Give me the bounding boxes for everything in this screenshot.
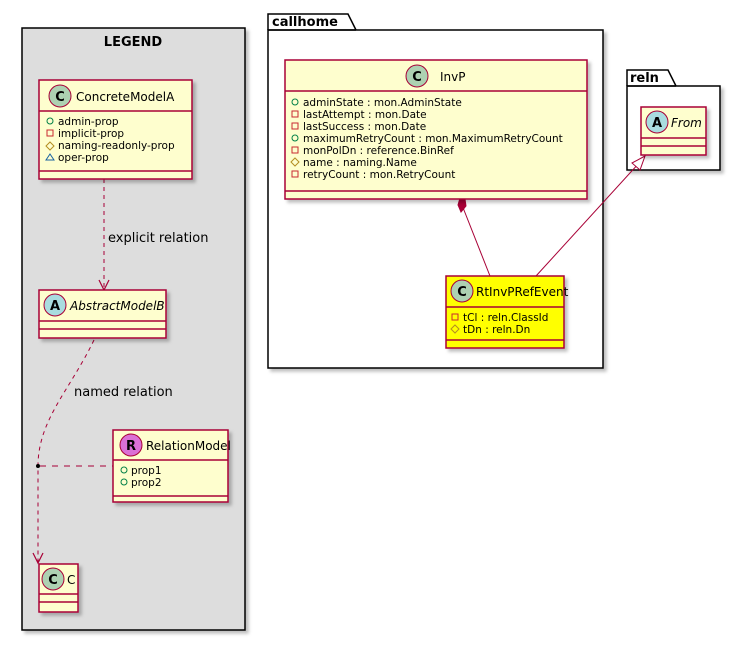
attribute: naming-readonly-prop	[58, 140, 175, 152]
class-rtinvprefevent[interactable]: C RtInvPRefEvent tCl : reln.ClassId tDn …	[445, 275, 569, 349]
generalization-link	[535, 161, 641, 277]
class-concrete-model-a[interactable]: C ConcreteModelA admin-prop implicit-pro…	[38, 79, 193, 180]
class-name: InvP	[440, 70, 465, 84]
class-badge-c-icon: C	[457, 285, 467, 300]
attribute-list: tCl : reln.ClassId tDn : reln.Dn	[450, 312, 548, 336]
attribute: retryCount : mon.RetryCount	[303, 169, 455, 181]
attribute: lastSuccess : mon.Date	[303, 121, 426, 133]
package-callhome-name: callhome	[272, 15, 338, 30]
class-badge-r-icon: R	[126, 439, 136, 454]
named-relation-label: named relation	[74, 385, 173, 400]
class-badge-c-icon: C	[48, 573, 58, 588]
class-name: C	[67, 573, 75, 587]
attribute: prop1	[131, 465, 162, 477]
class-c[interactable]: C C	[38, 563, 79, 613]
attribute: tCl : reln.ClassId	[463, 312, 548, 324]
class-name: AbstractModelB	[69, 299, 165, 313]
class-relation-model[interactable]: R RelationModel prop1 prop2	[112, 429, 231, 503]
attribute-list: prop1 prop2	[120, 465, 162, 489]
class-name: ConcreteModelA	[76, 90, 175, 104]
composition-link	[459, 199, 491, 277]
attribute: oper-prop	[58, 152, 109, 164]
class-badge-a-icon: A	[50, 299, 60, 314]
attribute: prop2	[131, 477, 162, 489]
attribute: maximumRetryCount : mon.MaximumRetryCoun…	[303, 133, 563, 145]
attribute: adminState : mon.AdminState	[303, 97, 462, 109]
attribute: monPolDn : reference.BinRef	[303, 145, 454, 157]
relations: explicit relation named relation	[32, 154, 646, 565]
class-name: RelationModel	[146, 439, 231, 453]
attribute: name : naming.Name	[303, 157, 417, 169]
attribute: implicit-prop	[58, 128, 124, 140]
attribute: admin-prop	[58, 116, 119, 128]
class-invp[interactable]: C InvP adminState : mon.AdminState lastA…	[284, 59, 588, 200]
class-from[interactable]: A From	[640, 106, 707, 156]
class-badge-c-icon: C	[412, 70, 422, 85]
class-abstract-model-b[interactable]: A AbstractModelB	[38, 289, 167, 339]
attribute: lastAttempt : mon.Date	[303, 109, 427, 121]
class-name: From	[671, 116, 702, 130]
legend-title: LEGEND	[104, 35, 163, 50]
attribute-list: adminState : mon.AdminState lastAttempt …	[290, 97, 563, 181]
class-name: RtInvPRefEvent	[476, 285, 569, 299]
class-badge-a-icon: A	[652, 116, 662, 131]
attribute-list: admin-prop implicit-prop naming-readonly…	[45, 116, 175, 164]
package-reln-name: reln	[630, 71, 659, 86]
class-badge-c-icon: C	[55, 90, 65, 105]
attribute: tDn : reln.Dn	[463, 324, 530, 336]
generalization-triangle	[631, 154, 646, 171]
explicit-relation-label: explicit relation	[108, 231, 208, 246]
